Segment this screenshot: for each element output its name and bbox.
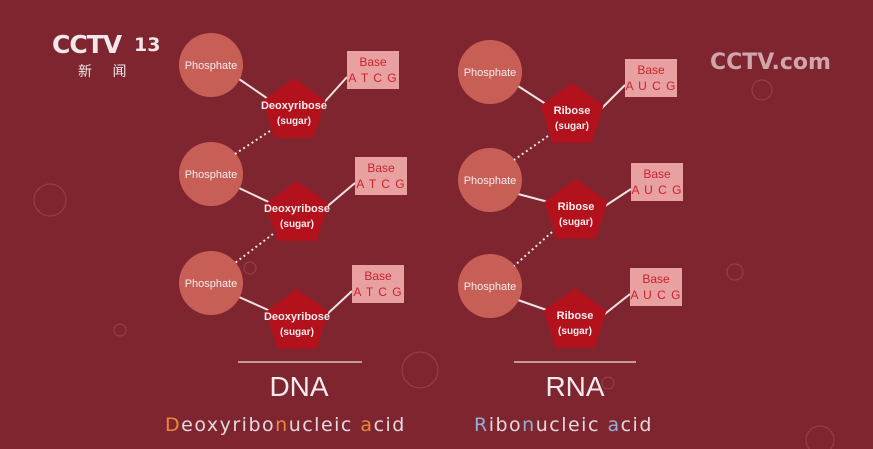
rna-sugar-base-bond	[600, 293, 631, 318]
rna-full-name: Ribonucleic acid	[474, 414, 653, 436]
rna-base-box	[630, 268, 682, 306]
dna-phosphate-group	[179, 33, 243, 97]
dna-sugar-pentagon	[265, 181, 329, 241]
dna-base-letters: A T C G	[348, 71, 397, 85]
dna-name-part: cid	[373, 414, 406, 436]
rna-name-part: ucleic	[535, 414, 608, 436]
dna-base-box	[355, 157, 407, 195]
rna-phosphate-label: Phosphate	[464, 67, 517, 79]
dna-backbone-link	[234, 233, 274, 264]
dna-sugar-type: (sugar)	[280, 219, 314, 230]
dna-sugar-type: (sugar)	[277, 116, 311, 127]
rna-name-part: cid	[620, 414, 653, 436]
rna-phosphate-group	[458, 148, 522, 212]
dna-base-label: Base	[359, 55, 387, 69]
rna-sugar-pentagon	[543, 288, 607, 348]
rna-base-letters: A U C G	[631, 183, 682, 197]
rna-sugar-name: Ribose	[554, 105, 591, 117]
dna-full-name: Deoxyribonucleic acid	[165, 414, 406, 436]
rna-sugar-name: Ribose	[557, 310, 594, 322]
dna-sugar-name: Deoxyribose	[261, 100, 327, 112]
rna-base-label: Base	[642, 272, 670, 286]
rna-sugar-type: (sugar)	[555, 121, 589, 132]
decorative-bubble	[113, 323, 127, 337]
rna-sugar-name: Ribose	[558, 201, 595, 213]
dna-name-part: D	[165, 414, 182, 436]
decorative-bubble	[805, 425, 835, 449]
rna-backbone-link	[513, 135, 549, 161]
decorative-bubble	[243, 261, 257, 275]
dna-name-part: n	[275, 414, 289, 436]
dna-title: DNA	[269, 371, 328, 402]
rna-name-part: n	[522, 414, 536, 436]
dna-base-letters: A T C G	[356, 177, 405, 191]
decorative-bubble	[401, 351, 439, 389]
rna-sugar-pentagon	[540, 83, 604, 143]
decorative-bubble	[601, 376, 615, 390]
dna-sugar-pentagon	[262, 78, 326, 138]
rna-phosphate-group	[458, 254, 522, 318]
dna-phosphate-label: Phosphate	[185, 169, 238, 181]
rna-base-label: Base	[643, 167, 671, 181]
dna-base-label: Base	[367, 161, 395, 175]
dna-sugar-type: (sugar)	[280, 327, 314, 338]
dna-name-part: ucleic	[288, 414, 361, 436]
rna-base-box	[631, 163, 683, 201]
dna-backbone-link	[234, 130, 271, 155]
rna-base-box	[625, 59, 677, 97]
dna-base-label: Base	[364, 269, 392, 283]
cctv-com-watermark: CCTV.com	[710, 50, 831, 75]
rna-title: RNA	[545, 371, 604, 402]
decorative-bubble	[726, 263, 744, 281]
decorative-bubble	[751, 79, 773, 101]
cctv-logo-text: CCTV	[52, 30, 122, 59]
dna-phosphate-group	[179, 251, 243, 315]
dna-base-box	[347, 51, 399, 89]
rna-sugar-base-bond	[601, 188, 632, 209]
dna-sugar-base-bond	[322, 182, 356, 211]
rna-phosphate-group	[458, 40, 522, 104]
dna-phosphate-group	[179, 142, 243, 206]
rna-name-part: a	[607, 414, 621, 436]
dna-base-box	[352, 265, 404, 303]
rna-phosphate-label: Phosphate	[464, 175, 517, 187]
rna-sugar-type: (sugar)	[558, 326, 592, 337]
dna-sugar-name: Deoxyribose	[264, 203, 330, 215]
rna-name-part: R	[474, 414, 489, 436]
rna-backbone-link	[513, 231, 553, 267]
rna-base-label: Base	[637, 63, 665, 77]
decorative-bubble	[33, 183, 67, 217]
rna-sugar-type: (sugar)	[559, 217, 593, 228]
dna-name-part: a	[360, 414, 374, 436]
dna-phosphate-label: Phosphate	[185, 60, 238, 72]
rna-phosphate-label: Phosphate	[464, 281, 517, 293]
dna-sugar-pentagon	[265, 289, 329, 349]
dna-name-part: eoxyribo	[181, 414, 276, 436]
dna-phosphate-label: Phosphate	[185, 278, 238, 290]
dna-base-letters: A T C G	[353, 285, 402, 299]
rna-base-letters: A U C G	[625, 79, 676, 93]
channel-number: 13	[134, 34, 161, 56]
cctv13-logo: CCTV 13 新 闻	[52, 30, 172, 84]
rna-base-letters: A U C G	[630, 288, 681, 302]
dna-sugar-name: Deoxyribose	[264, 311, 330, 323]
channel-name: 新 闻	[78, 64, 135, 80]
rna-sugar-pentagon	[544, 179, 608, 239]
rna-name-part: ibo	[488, 414, 523, 436]
